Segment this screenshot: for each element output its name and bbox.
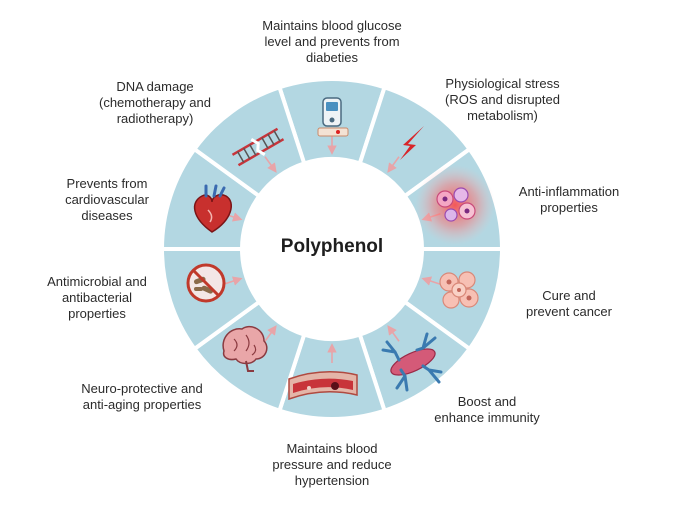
label-cardio: Prevents from cardiovascular diseases xyxy=(42,176,172,224)
arrow-immunity xyxy=(387,325,400,342)
label-line: diabeties xyxy=(305,50,359,65)
label-line: diseases xyxy=(81,208,133,223)
brain-icon xyxy=(222,325,268,372)
label-line: radiotherapy) xyxy=(116,111,194,126)
label-line: antibacterial xyxy=(61,290,133,305)
label-cancer: Cure and prevent cancer xyxy=(504,288,634,320)
label-line: Prevents from xyxy=(66,176,148,191)
antibody-icon xyxy=(381,332,443,392)
arrow-stress xyxy=(387,156,400,173)
label-inflammation: Anti-inflammation properties xyxy=(504,184,634,216)
heart-icon xyxy=(193,184,232,233)
label-line: (ROS and disrupted xyxy=(445,92,560,107)
arrow-dna xyxy=(264,156,277,173)
label-blood-pressure: Maintains blood pressure and reduce hype… xyxy=(242,441,422,489)
label-line: cardiovascular xyxy=(65,192,149,207)
label-line: (chemotherapy and xyxy=(98,95,211,110)
icons-group xyxy=(186,97,495,401)
label-line: hypertension xyxy=(294,473,370,488)
label-line: prevent cancer xyxy=(526,304,612,319)
label-line: Boost and xyxy=(457,394,517,409)
label-neuro: Neuro-protective and anti-aging properti… xyxy=(52,381,232,413)
label-line: Cure and xyxy=(542,288,596,303)
label-line: Antimicrobial and xyxy=(47,274,147,289)
label-line: DNA damage xyxy=(116,79,194,94)
arrows-group xyxy=(223,135,441,363)
no-bacteria-icon xyxy=(186,263,226,303)
arrow-neuro xyxy=(264,325,277,342)
label-line: Physiological stress xyxy=(445,76,560,91)
center-circle xyxy=(242,159,422,339)
label-line: level and prevents from xyxy=(264,34,400,49)
blood-vessel-icon xyxy=(288,371,358,401)
arrow-cancer xyxy=(421,276,441,286)
ring-segment-dna xyxy=(191,84,307,199)
label-line: pressure and reduce xyxy=(272,457,392,472)
label-stress: Physiological stress (ROS and disrupted … xyxy=(420,76,585,124)
glucose-meter-icon xyxy=(317,97,349,137)
label-line: Anti-inflammation xyxy=(518,184,620,199)
arrow-antimicrobial xyxy=(223,276,243,286)
label-dna: DNA damage (chemotherapy and radiotherap… xyxy=(80,79,230,127)
dna-damage-icon xyxy=(231,127,285,167)
label-line: Maintains blood xyxy=(286,441,378,456)
label-line: Neuro-protective and xyxy=(81,381,203,396)
label-antimicrobial: Antimicrobial and antibacterial properti… xyxy=(22,274,172,322)
label-line: anti-aging properties xyxy=(82,397,202,412)
label-line: properties xyxy=(540,200,598,215)
inflamed-cells-icon xyxy=(415,165,495,245)
label-immunity: Boost and enhance immunity xyxy=(412,394,562,426)
center-label: Polyphenol xyxy=(280,236,384,257)
label-line: metabolism) xyxy=(467,108,538,123)
cancer-cells-icon xyxy=(439,271,479,309)
label-line: enhance immunity xyxy=(434,410,540,425)
label-line: Maintains blood glucose xyxy=(262,18,402,33)
label-glucose: Maintains blood glucose level and preven… xyxy=(232,18,432,66)
label-line: properties xyxy=(68,306,126,321)
